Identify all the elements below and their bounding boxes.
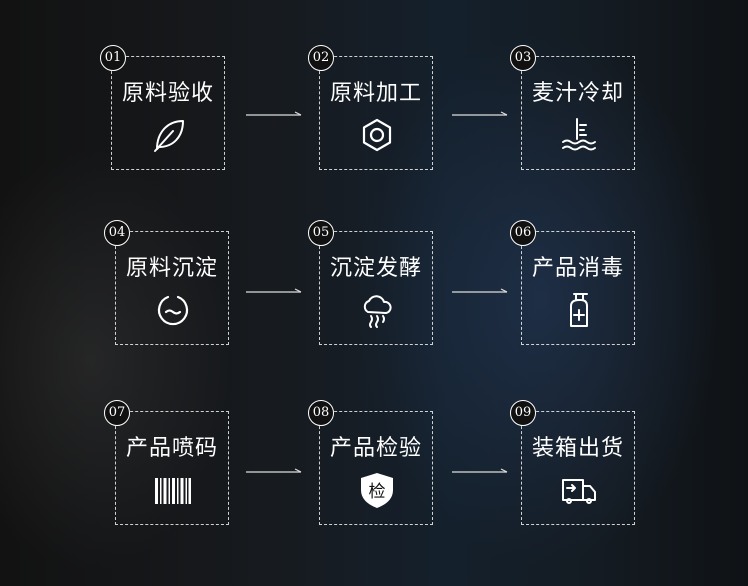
step-card-05: 05 沉淀发酵 <box>308 220 433 345</box>
step-label: 原料验收 <box>121 81 214 106</box>
step-label: 沉淀发酵 <box>329 256 422 281</box>
step-label: 原料加工 <box>329 81 422 106</box>
step-number-badge: 02 <box>308 45 334 71</box>
step-card-04: 04 原料沉淀 <box>104 220 229 345</box>
sediment-drop-icon <box>153 290 193 330</box>
step-label: 产品消毒 <box>531 256 624 281</box>
leaf-icon <box>149 115 189 155</box>
delivery-truck-icon <box>559 470 599 510</box>
inspection-shield-text: 检 <box>369 482 386 502</box>
step-label: 装箱出货 <box>531 436 624 461</box>
barcode-icon <box>153 470 193 510</box>
cloud-vapor-icon <box>357 290 397 330</box>
step-label: 原料沉淀 <box>125 256 218 281</box>
step-card-08: 08 产品检验 检 <box>308 400 433 525</box>
step-card-03: 03 麦汁冷却 <box>510 45 635 170</box>
step-card-01: 01 原料验收 <box>100 45 225 170</box>
step-number-badge: 04 <box>104 220 130 246</box>
hex-nut-icon <box>357 115 397 155</box>
step-number-badge: 03 <box>510 45 536 71</box>
step-card-02: 02 原料加工 <box>308 45 433 170</box>
step-card-07: 07 产品喷码 <box>104 400 229 525</box>
sanitizer-bottle-icon <box>559 290 599 330</box>
flow-arrow <box>452 111 508 116</box>
step-card-09: 09 装箱出货 <box>510 400 635 525</box>
step-number-badge: 05 <box>308 220 334 246</box>
flow-arrow <box>452 288 508 293</box>
step-number-badge: 06 <box>510 220 536 246</box>
flow-arrow <box>246 468 302 473</box>
step-card-06: 06 产品消毒 <box>510 220 635 345</box>
step-label: 产品喷码 <box>125 436 218 461</box>
flow-arrow <box>246 111 302 116</box>
step-number-badge: 07 <box>104 400 130 426</box>
step-label: 麦汁冷却 <box>531 81 624 106</box>
water-thermometer-icon <box>559 115 599 155</box>
flow-arrow <box>452 468 508 473</box>
step-number-badge: 09 <box>510 400 536 426</box>
inspection-shield-icon: 检 <box>357 470 397 510</box>
step-number-badge: 01 <box>100 45 126 71</box>
flow-arrow <box>246 288 302 293</box>
step-number-badge: 08 <box>308 400 334 426</box>
step-label: 产品检验 <box>329 436 422 461</box>
